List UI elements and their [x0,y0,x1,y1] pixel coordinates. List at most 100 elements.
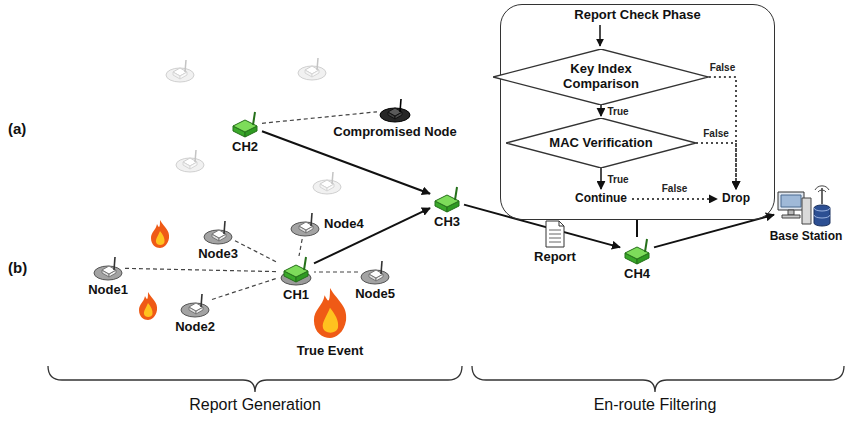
connector [600,105,602,116]
node-label: Node2 [175,320,215,335]
antenna [304,257,306,270]
outcome-label: Continue [573,191,629,207]
event-label: True Event [297,343,363,358]
bracket [472,366,844,392]
node-caption: Report [534,250,576,265]
cluster-head: CH3 [432,187,462,213]
connector [262,131,430,193]
box-heading: Report Check Phase [501,8,774,23]
node-base [361,270,389,284]
antenna [549,238,561,239]
node-caption: Node4 [324,217,364,232]
connector [212,278,278,300]
plane-tag-text: (b) [8,259,27,276]
antenna [400,99,401,112]
node-base [181,303,209,317]
node-icon [432,187,462,213]
branch-label: False [708,62,738,74]
node-caption: Compromised Node [333,125,457,140]
node-icon [360,259,390,285]
node-label: CH2 [232,140,258,155]
computer-tower [802,198,811,224]
sensor-node: Node4 [290,211,320,237]
node-icon [379,97,411,123]
node-caption: Base Station [770,230,843,244]
node-icon [280,258,312,286]
node-label: CH1 [283,288,309,303]
node-base [204,230,232,244]
report-document: Report [544,220,566,248]
diamond-shape [493,49,709,105]
monitor-stand [788,210,794,215]
node-icon [203,219,233,245]
node-icon [622,239,652,265]
idle-sensor [313,172,341,194]
event-region: Node3Node4Node1CH1Node5Node2(b) [45,204,467,360]
monitor-stand [782,215,800,218]
connector [636,220,638,237]
signal-arc [818,190,826,192]
signal-arc [815,186,829,190]
plane-tag: (b) [8,259,27,276]
connector [314,271,358,272]
connector [632,198,717,200]
node-label: Key Index Comparison [553,62,649,92]
node-base [380,108,410,122]
connector [464,205,620,248]
database [814,205,830,226]
document-fold [559,221,564,226]
fire-symbol [139,292,157,320]
branch-label: True [605,106,630,118]
check-phase-box: Key Index ComparisonMAC VerificationCont… [500,4,775,220]
node-caption: Node2 [175,320,215,335]
idle-sensor [298,58,326,80]
database-rim [814,215,830,218]
decision-diamond: MAC Verification [506,118,696,168]
node-caption: CH2 [232,140,258,155]
connector [600,168,602,189]
branch-label: False [660,183,690,195]
antenna [224,221,225,234]
antenna [311,213,312,226]
connector [235,241,278,263]
plane-hexagon [45,204,467,360]
plane-tag-text: (a) [8,120,26,137]
node-caption: Node5 [355,287,395,302]
decision-diamond: Key Index Comparison [493,49,709,105]
plane-tag: (a) [8,120,26,137]
diamond-shape [506,118,696,168]
node-icon [544,220,566,248]
node-label: Node4 [324,217,364,232]
node-caption: Node3 [198,247,238,262]
node-label: Report [534,250,576,265]
antenna [114,257,115,270]
antenna [381,261,382,274]
connector [299,239,302,256]
node-label: Drop [722,192,750,206]
phase-label: En-route Filtering [594,396,717,414]
node-icon [180,292,210,318]
node-label: Compromised Node [333,125,457,140]
sensor-node: Node3 [203,219,233,245]
node-caption: CH3 [434,215,460,230]
idle-sensor [166,60,194,82]
node-icon [230,112,260,138]
idle-sensor [176,150,204,172]
bracket [48,366,462,392]
node-label: CH4 [624,267,650,282]
antenna [549,242,561,243]
sensor-node: Node5 [360,259,390,285]
base-station: Base Station [776,184,836,228]
monitor [778,192,804,210]
cluster-head: CH4 [622,239,652,265]
node-label: Continue [575,192,627,206]
connector [262,112,377,124]
node-base [94,266,122,280]
cluster-head: CH2 [230,112,260,138]
compromised-node: Compromised Node [379,97,411,123]
antenna [549,230,561,231]
base-station-icon [776,184,836,228]
antenna [201,294,202,307]
branch-label: True [605,174,630,186]
